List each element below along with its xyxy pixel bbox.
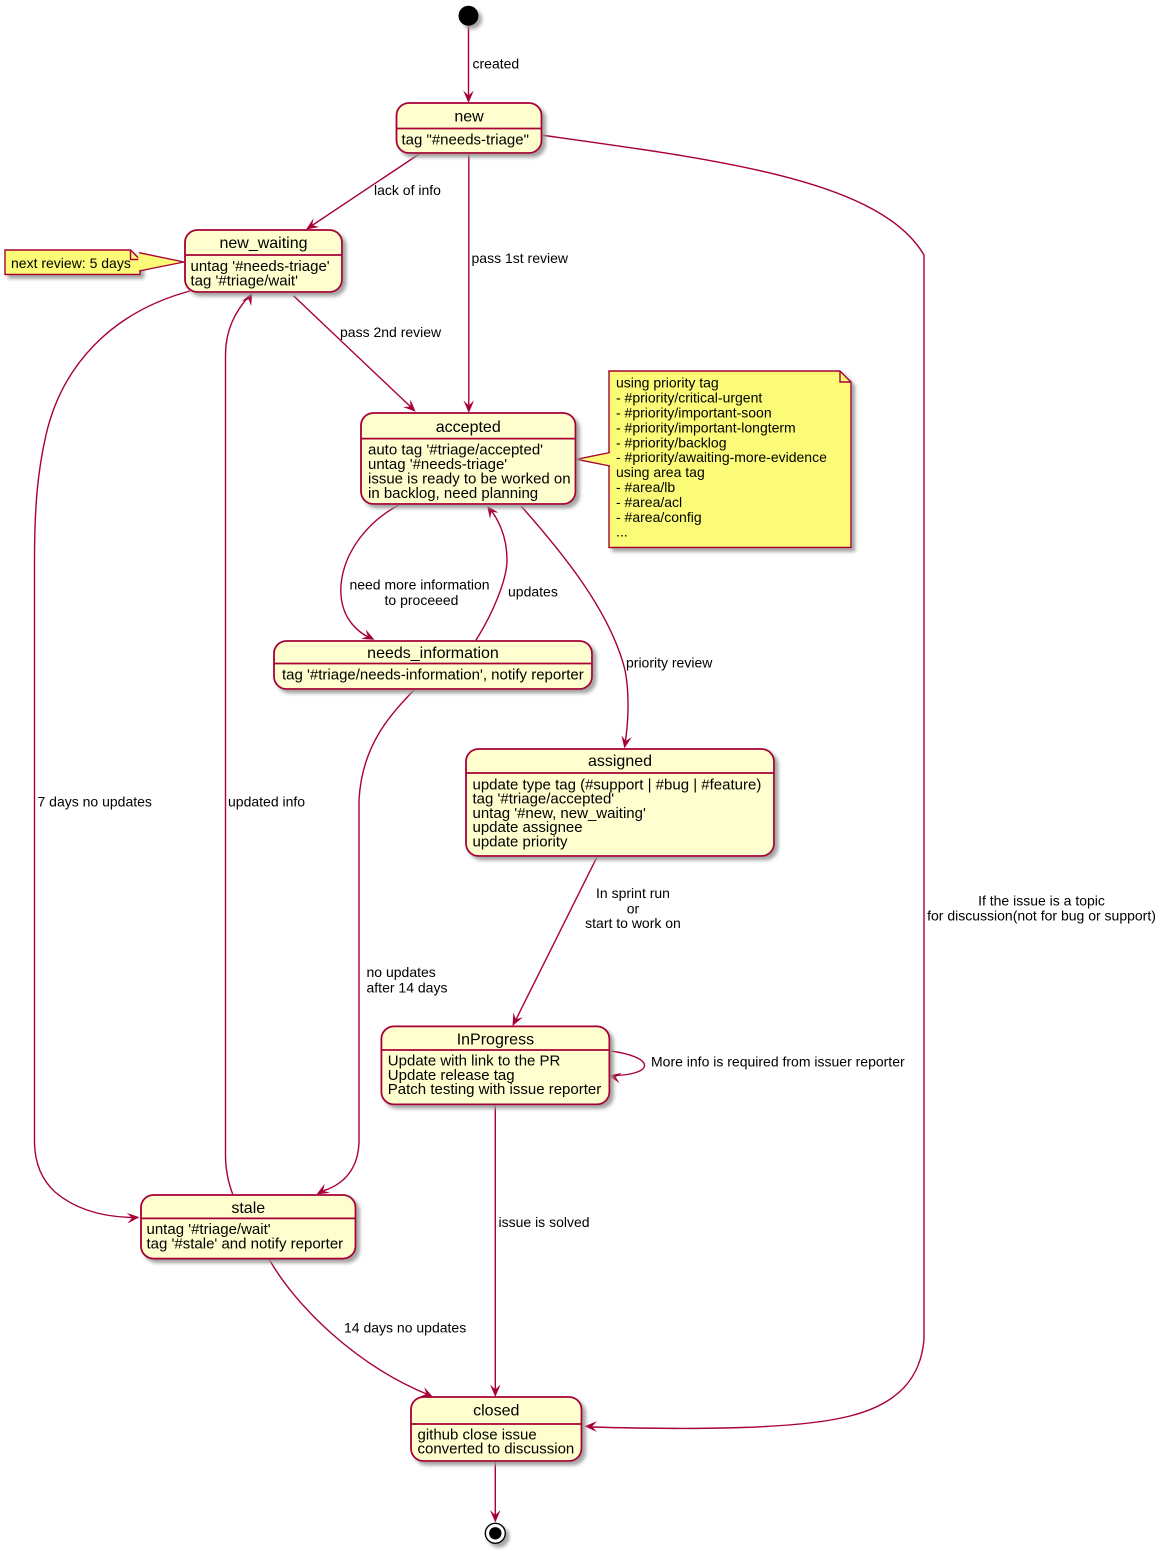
svg-text:untag '#new, new_waiting': untag '#new, new_waiting'	[473, 805, 646, 822]
svg-text:assigned: assigned	[588, 753, 652, 770]
svg-text:- #area/lb: - #area/lb	[616, 479, 675, 495]
svg-text:new_waiting: new_waiting	[219, 235, 307, 252]
svg-text:If the issue is a topic: If the issue is a topic	[978, 893, 1105, 909]
svg-text:after 14 days: after 14 days	[367, 979, 448, 995]
svg-text:In sprint run: In sprint run	[596, 885, 670, 901]
svg-text:untag '#triage/wait': untag '#triage/wait'	[147, 1221, 271, 1238]
svg-text:needs_information: needs_information	[367, 645, 499, 662]
svg-text:update assignee: update assignee	[473, 819, 583, 836]
svg-text:in backlog, need planning: in backlog, need planning	[368, 485, 538, 502]
svg-text:tag '#triage/accepted': tag '#triage/accepted'	[473, 791, 615, 808]
svg-text:Update release tag: Update release tag	[388, 1067, 515, 1084]
svg-text:updates: updates	[508, 583, 558, 599]
svg-text:- #priority/awaiting-more-evid: - #priority/awaiting-more-evidence	[616, 449, 827, 465]
svg-text:- #area/config: - #area/config	[616, 509, 702, 525]
svg-text:Patch testing with issue repor: Patch testing with issue reporter	[388, 1081, 601, 1098]
svg-text:start to work on: start to work on	[585, 915, 681, 931]
svg-text:issue is solved: issue is solved	[499, 1214, 590, 1230]
svg-text:...: ...	[616, 524, 628, 540]
svg-text:14 days no updates: 14 days no updates	[344, 1320, 466, 1336]
svg-text:tag "#needs-triage": tag "#needs-triage"	[402, 131, 529, 148]
svg-text:using priority tag: using priority tag	[616, 375, 719, 391]
svg-text:github close issue: github close issue	[418, 1427, 537, 1444]
svg-text:accepted: accepted	[436, 419, 501, 436]
svg-text:closed: closed	[473, 1403, 519, 1420]
svg-text:7 days no updates: 7 days no updates	[38, 794, 152, 810]
svg-text:update priority: update priority	[473, 833, 569, 850]
svg-text:updated info: updated info	[228, 794, 305, 810]
svg-text:auto tag '#triage/accepted': auto tag '#triage/accepted'	[368, 441, 543, 458]
svg-text:tag '#stale' and notify report: tag '#stale' and notify reporter	[147, 1236, 344, 1253]
svg-text:need more information: need more information	[349, 577, 489, 593]
svg-text:Update with link to the PR: Update with link to the PR	[388, 1053, 561, 1070]
svg-text:untag '#needs-triage': untag '#needs-triage'	[191, 258, 330, 275]
svg-text:untag '#needs-triage': untag '#needs-triage'	[368, 456, 507, 473]
svg-text:tag '#triage/needs-information: tag '#triage/needs-information', notify …	[282, 666, 584, 683]
svg-text:- #priority/important-longterm: - #priority/important-longterm	[616, 419, 796, 435]
svg-text:no updates: no updates	[367, 964, 436, 980]
svg-text:issue is ready to be worked on: issue is ready to be worked on	[368, 470, 571, 487]
svg-text:using area tag: using area tag	[616, 464, 705, 480]
svg-text:next review: 5 days: next review: 5 days	[11, 255, 131, 271]
svg-text:or: or	[627, 901, 640, 917]
svg-text:- #priority/important-soon: - #priority/important-soon	[616, 405, 772, 421]
svg-text:stale: stale	[231, 1200, 265, 1217]
svg-text:created: created	[473, 56, 520, 72]
svg-text:to proceeed: to proceeed	[385, 592, 459, 608]
svg-text:More info is required from iss: More info is required from issuer report…	[651, 1054, 905, 1070]
svg-text:pass 2nd review: pass 2nd review	[340, 324, 442, 340]
svg-text:priority review: priority review	[626, 655, 713, 671]
svg-text:converted to discussion: converted to discussion	[418, 1441, 575, 1458]
svg-text:lack of info: lack of info	[374, 182, 441, 198]
svg-text:- #area/acl: - #area/acl	[616, 494, 682, 510]
svg-text:- #priority/backlog: - #priority/backlog	[616, 434, 727, 450]
svg-text:pass 1st review: pass 1st review	[472, 250, 569, 266]
svg-text:new: new	[454, 109, 484, 126]
svg-text:for discussion(not for bug or: for discussion(not for bug or support)	[927, 908, 1156, 924]
svg-text:update type tag (#support | #b: update type tag (#support | #bug | #feat…	[473, 777, 762, 794]
svg-text:- #priority/critical-urgent: - #priority/critical-urgent	[616, 390, 762, 406]
svg-text:InProgress: InProgress	[457, 1032, 534, 1049]
svg-text:tag '#triage/wait': tag '#triage/wait'	[191, 272, 299, 289]
